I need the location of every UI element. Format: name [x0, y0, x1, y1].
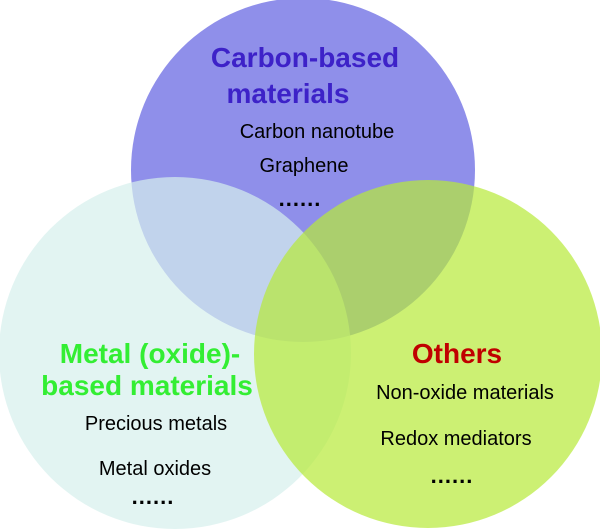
metal-ellipsis: ......: [131, 484, 175, 509]
metal-title-line1: Metal (oxide)-: [59, 338, 241, 369]
carbon-item-carbon-nanotube: Carbon nanotube: [239, 121, 395, 143]
carbon-item-graphene: Graphene: [259, 155, 349, 177]
others-title: Others: [411, 338, 503, 369]
metal-item-metal-oxides: Metal oxides: [98, 458, 212, 480]
others-circle: [254, 180, 600, 528]
metal-item-precious-metals: Precious metals: [84, 413, 228, 435]
others-item-non-oxide-materials: Non-oxide materials: [376, 382, 554, 404]
others-ellipsis: ......: [430, 463, 474, 488]
others-item-redox-mediators: Redox mediators: [380, 428, 532, 450]
carbon-title-line2: materials: [226, 78, 350, 109]
metal-circle: [0, 177, 351, 529]
carbon-title-line1: Carbon-based: [210, 42, 400, 73]
carbon-ellipsis: ......: [278, 186, 322, 211]
metal-title-line2: based materials: [41, 370, 253, 401]
